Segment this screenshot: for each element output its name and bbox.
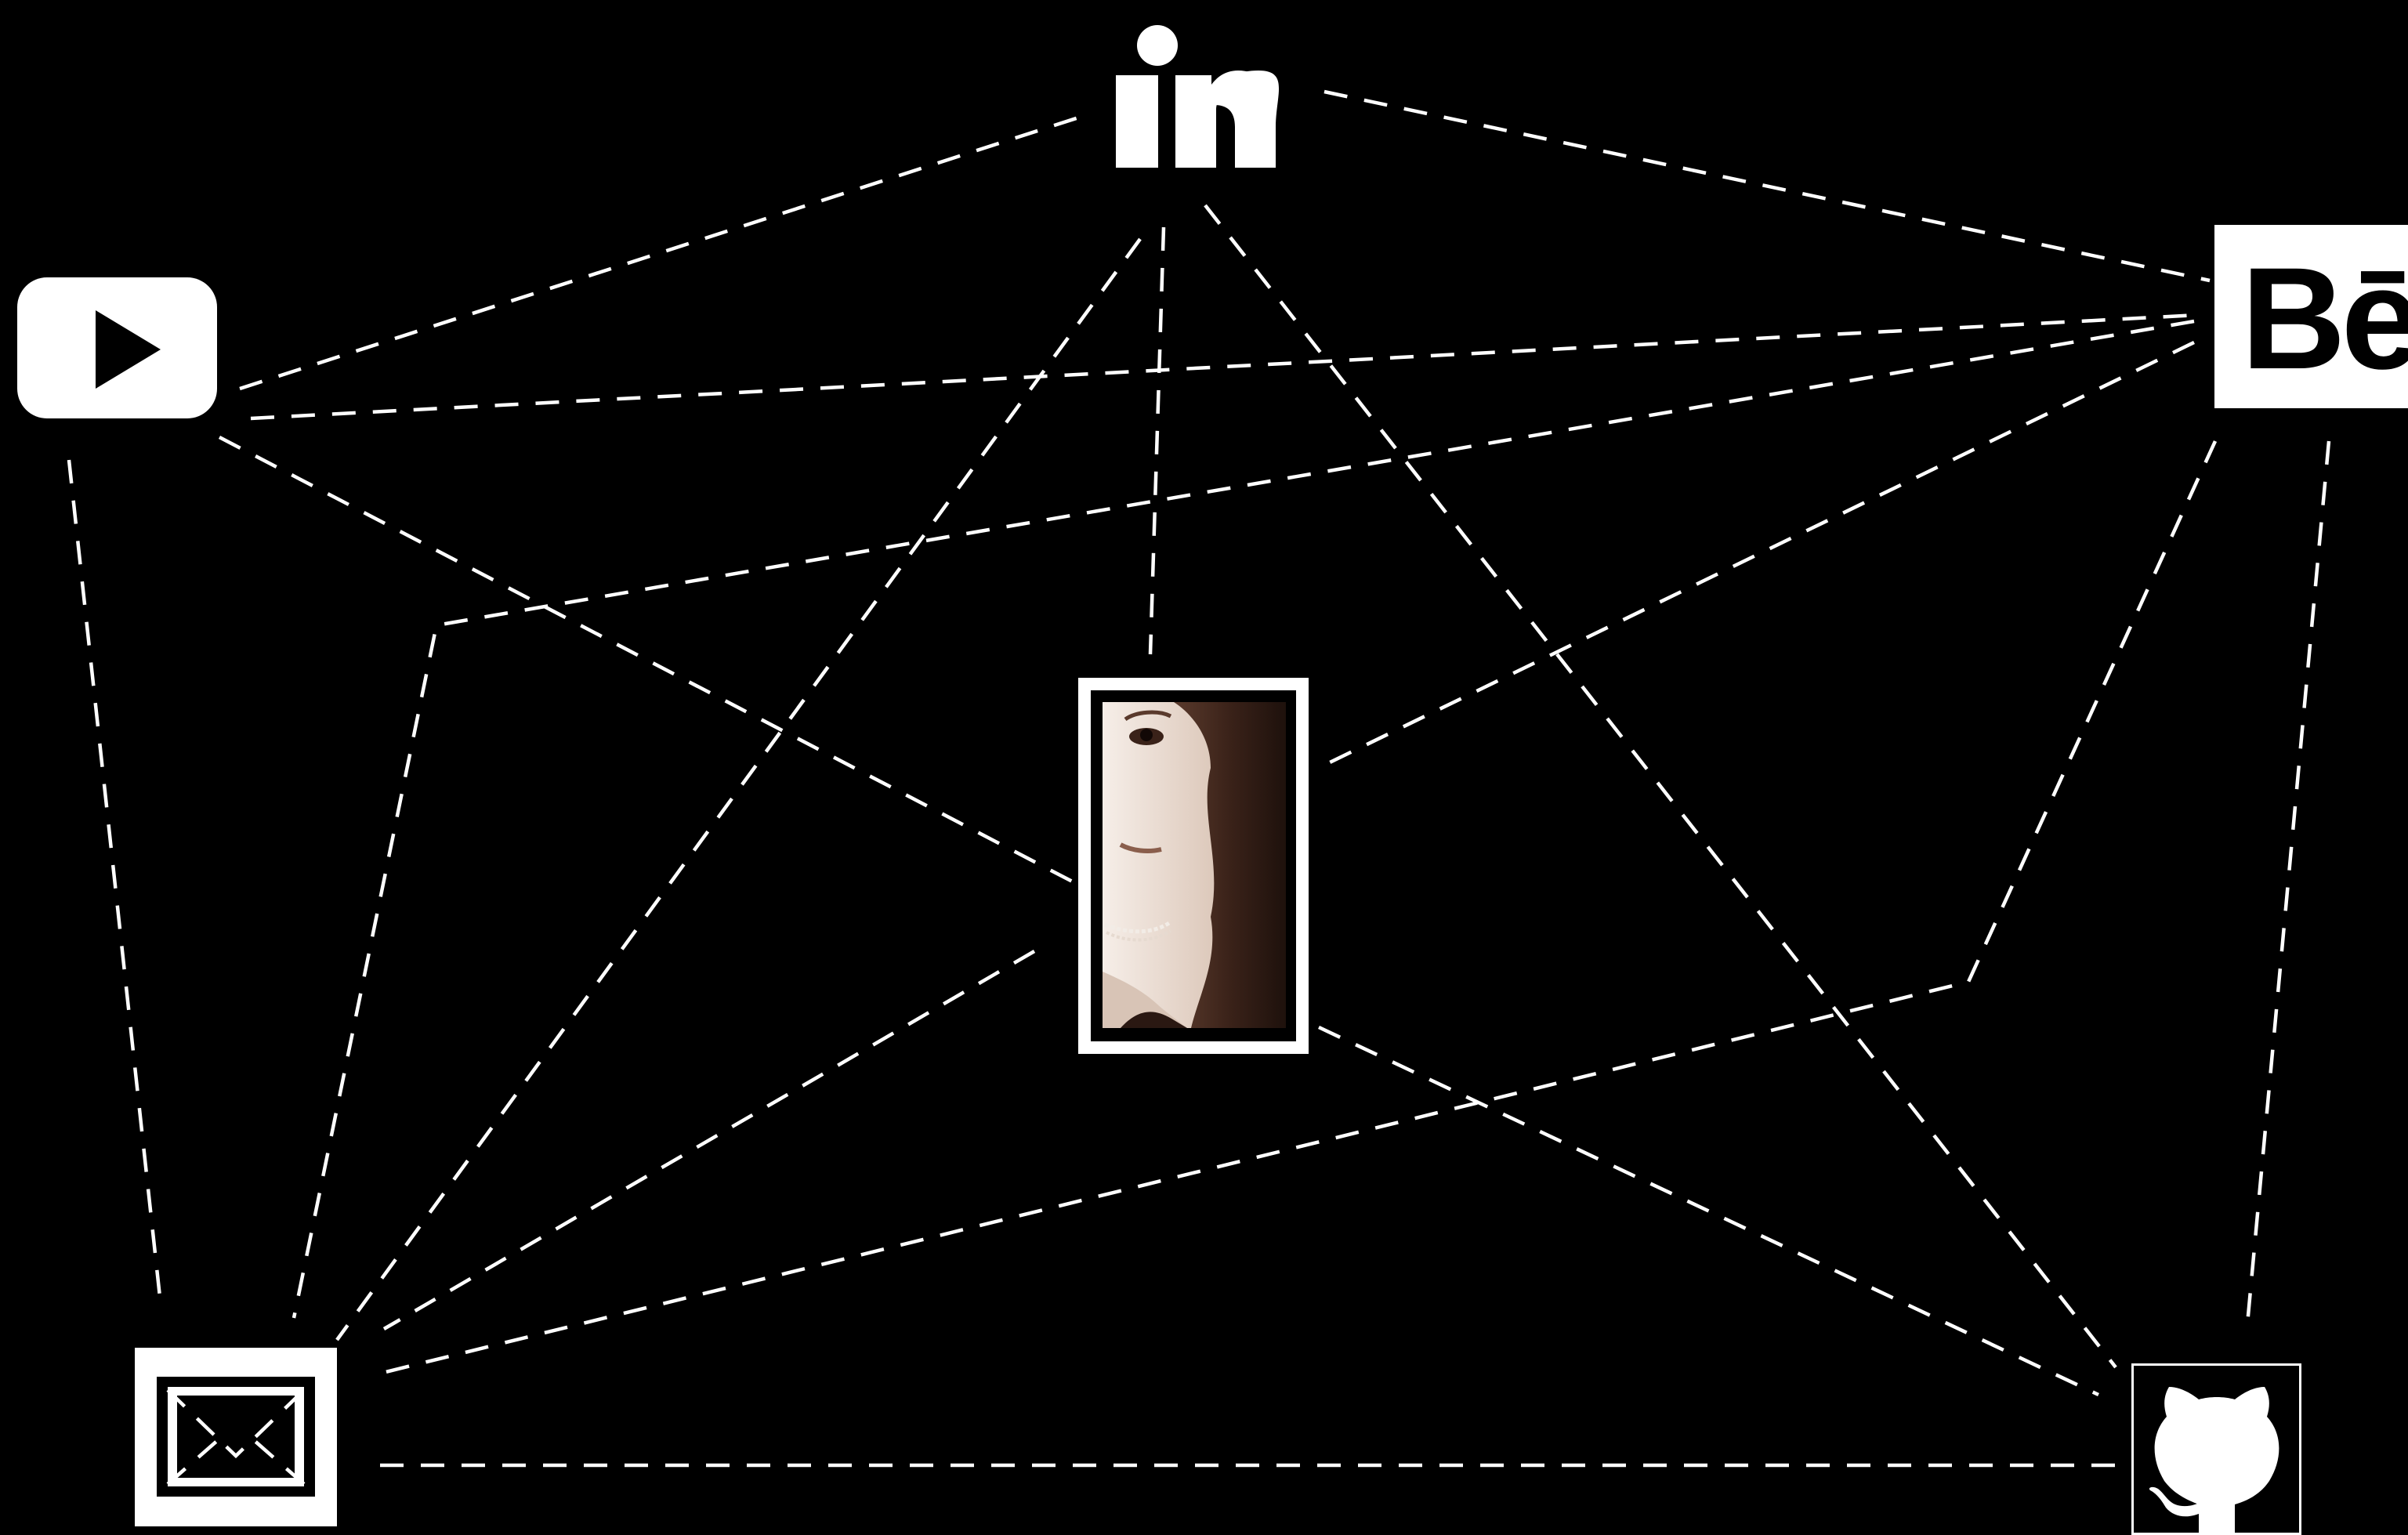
connector-linkedin-profile (1150, 227, 1164, 654)
connector-behance-profile (1327, 342, 2194, 764)
connector-profile-github (1319, 1027, 2098, 1395)
github-node[interactable] (2131, 1363, 2301, 1535)
behance-node[interactable]: Bē (2214, 225, 2408, 408)
email-node[interactable] (135, 1348, 337, 1526)
connector-linkedin-github (1205, 205, 2116, 1367)
youtube-node[interactable] (17, 277, 217, 418)
github-icon[interactable] (2131, 1363, 2301, 1535)
connector-youtube-behance (251, 315, 2198, 418)
youtube-icon[interactable] (17, 277, 217, 418)
profile-node[interactable] (1078, 678, 1309, 1054)
connector-youtube-email (69, 460, 160, 1297)
connector-youtube-profile (219, 437, 1080, 885)
mail-icon[interactable] (135, 1348, 337, 1526)
connector-linkedin-behance (1324, 92, 2210, 281)
connector-youtube-linkedin (240, 114, 1091, 389)
profile-photo[interactable] (1103, 702, 1286, 1028)
connector-linkedin-email (337, 239, 1140, 1340)
linkedin-node[interactable] (1116, 25, 1279, 168)
connector-behance-github (2247, 441, 2329, 1324)
behance-label: Bē (2241, 238, 2408, 400)
linkedin-icon[interactable] (1116, 25, 1279, 168)
behance-icon[interactable]: Bē (2214, 225, 2408, 408)
